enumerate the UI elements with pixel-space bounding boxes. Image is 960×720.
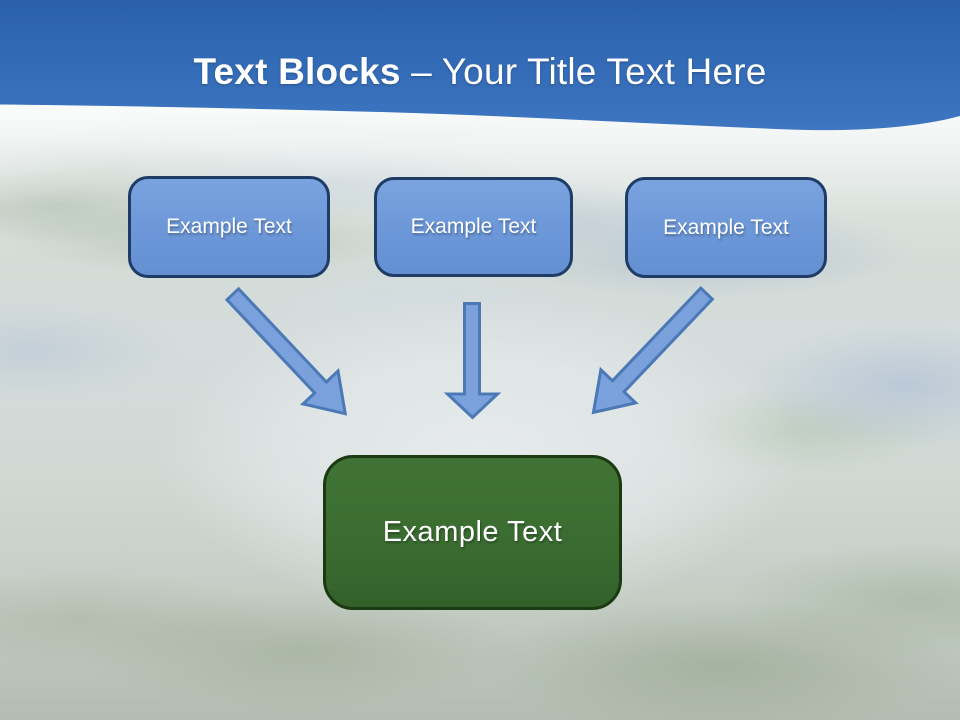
arrow-down-right-icon — [224, 286, 348, 416]
result-text-box-label: Example Text — [382, 516, 563, 548]
example-text-box-2-label: Example Text — [410, 215, 537, 238]
example-text-box-1-label: Example Text — [166, 215, 292, 238]
example-text-box-2[interactable]: Example Text — [374, 177, 573, 277]
example-text-box-3[interactable]: Example Text — [625, 177, 827, 278]
example-text-box-1[interactable]: Example Text — [128, 176, 330, 278]
slide-title-emphasis: Text Blocks — [193, 51, 401, 92]
slide-title: Text Blocks – Your Title Text Here — [0, 50, 960, 94]
arrow-down-left-icon — [591, 285, 715, 415]
slide-title-subtitle: Your Title Text Here — [441, 51, 767, 92]
slide-title-dash: – — [411, 51, 432, 92]
header-band — [0, 0, 960, 131]
example-text-box-3-label: Example Text — [663, 215, 789, 239]
arrow-down-icon — [443, 302, 502, 420]
result-text-box[interactable]: Example Text — [323, 455, 622, 610]
